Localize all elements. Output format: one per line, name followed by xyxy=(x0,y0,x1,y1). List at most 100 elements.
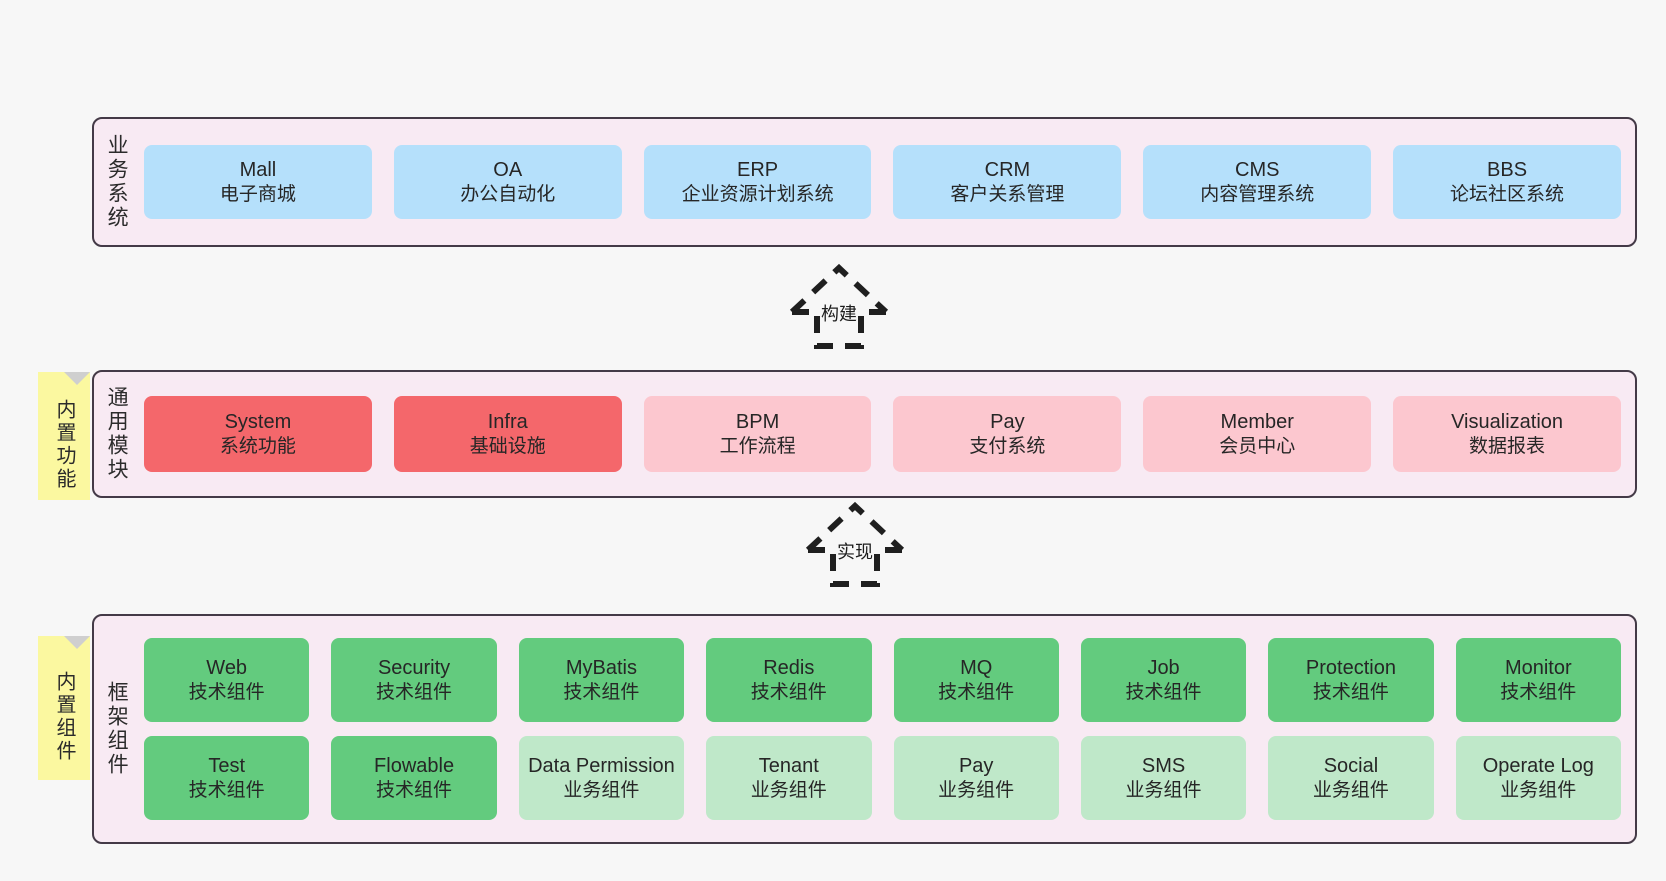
node-mq[interactable]: MQ 技术组件 xyxy=(893,638,1059,722)
node-flowable-en: Flowable xyxy=(374,755,455,778)
node-pay-component-en: Pay xyxy=(958,755,994,778)
node-redis-cn: 技术组件 xyxy=(750,681,827,703)
node-job[interactable]: Job 技术组件 xyxy=(1080,638,1247,722)
node-member[interactable]: Member 会员中心 xyxy=(1143,396,1372,472)
node-mq-en: MQ xyxy=(960,657,993,680)
node-operate-log-en: Operate Log xyxy=(1482,755,1594,778)
node-security-en: Security xyxy=(377,657,451,680)
note-builtin-component: 内置组件 xyxy=(38,636,90,780)
note-fold-icon xyxy=(64,636,90,662)
layer-framework-row-1: Web 技术组件 Security 技术组件 MyBatis 技术组件 Redi… xyxy=(144,638,1621,722)
node-bbs[interactable]: BBS 论坛社区系统 xyxy=(1393,145,1621,219)
node-erp-en: ERP xyxy=(737,159,779,182)
node-protection[interactable]: Protection 技术组件 xyxy=(1268,638,1434,722)
node-cms-en: CMS xyxy=(1235,159,1280,182)
node-mq-cn: 技术组件 xyxy=(938,681,1015,703)
arrow-implement: 实现 xyxy=(800,500,910,587)
node-erp-cn: 企业资源计划系统 xyxy=(681,183,834,205)
node-mall[interactable]: Mall 电子商城 xyxy=(144,145,372,219)
node-cms[interactable]: CMS 内容管理系统 xyxy=(1143,145,1372,219)
node-web-cn: 技术组件 xyxy=(188,681,265,703)
node-bpm-cn: 工作流程 xyxy=(719,435,796,457)
node-tenant-cn: 业务组件 xyxy=(750,779,827,801)
node-operate-log-cn: 业务组件 xyxy=(1500,779,1577,801)
node-test-cn: 技术组件 xyxy=(188,779,265,801)
node-pay-component[interactable]: Pay 业务组件 xyxy=(893,736,1059,820)
layer-body-framework: Web 技术组件 Security 技术组件 MyBatis 技术组件 Redi… xyxy=(138,616,1635,842)
node-tenant-en: Tenant xyxy=(758,755,819,778)
node-redis-en: Redis xyxy=(763,657,815,680)
arrow-build-glyph xyxy=(789,263,889,349)
arrow-build: 构建 xyxy=(784,262,894,349)
layer-common-row-1: System 系统功能 Infra 基础设施 BPM 工作流程 Pay 支付系统… xyxy=(144,396,1621,472)
node-member-cn: 会员中心 xyxy=(1219,435,1296,457)
node-crm[interactable]: CRM 客户关系管理 xyxy=(893,145,1122,219)
node-member-en: Member xyxy=(1220,411,1294,434)
node-mybatis-en: MyBatis xyxy=(565,657,637,680)
node-mall-en: Mall xyxy=(239,159,277,182)
node-mybatis[interactable]: MyBatis 技术组件 xyxy=(518,638,685,722)
node-bpm-en: BPM xyxy=(735,411,780,434)
layer-title-common: 通用模块 xyxy=(105,386,129,482)
node-job-en: Job xyxy=(1147,657,1180,680)
node-monitor[interactable]: Monitor 技术组件 xyxy=(1455,638,1621,722)
node-mall-cn: 电子商城 xyxy=(219,183,296,205)
node-oa[interactable]: OA 办公自动化 xyxy=(393,145,622,219)
node-job-cn: 技术组件 xyxy=(1125,681,1202,703)
node-web[interactable]: Web 技术组件 xyxy=(144,638,310,722)
node-oa-en: OA xyxy=(493,159,523,182)
node-erp[interactable]: ERP 企业资源计划系统 xyxy=(643,145,872,219)
node-pay-module[interactable]: Pay 支付系统 xyxy=(893,396,1122,472)
layer-body-business: Mall 电子商城 OA 办公自动化 ERP 企业资源计划系统 CRM 客户关系… xyxy=(138,119,1635,245)
note-fold-icon xyxy=(64,372,90,398)
node-flowable[interactable]: Flowable 技术组件 xyxy=(331,736,497,820)
node-system-en: System xyxy=(224,411,292,434)
node-bbs-en: BBS xyxy=(1487,159,1528,182)
node-system[interactable]: System 系统功能 xyxy=(144,396,372,472)
node-bbs-cn: 论坛社区系统 xyxy=(1450,183,1565,205)
node-system-cn: 系统功能 xyxy=(219,435,296,457)
node-pay-module-en: Pay xyxy=(990,411,1025,434)
node-sms-cn: 业务组件 xyxy=(1125,779,1202,801)
node-protection-en: Protection xyxy=(1305,657,1396,680)
node-visualization-cn: 数据报表 xyxy=(1469,435,1546,457)
layer-framework-row-2: Test 技术组件 Flowable 技术组件 Data Permission … xyxy=(144,736,1621,820)
node-pay-component-cn: 业务组件 xyxy=(938,779,1015,801)
node-cms-cn: 内容管理系统 xyxy=(1200,183,1315,205)
node-crm-en: CRM xyxy=(984,159,1031,182)
node-test-en: Test xyxy=(208,755,246,778)
arrow-implement-label: 实现 xyxy=(836,538,874,564)
node-social-en: Social xyxy=(1323,755,1379,778)
layer-business-system: 业务系统 Mall 电子商城 OA 办公自动化 ERP 企业资源计划系统 CRM… xyxy=(92,117,1637,247)
node-sms[interactable]: SMS 业务组件 xyxy=(1080,736,1247,820)
arrow-implement-glyph xyxy=(805,501,905,587)
node-mybatis-cn: 技术组件 xyxy=(563,681,640,703)
node-bpm[interactable]: BPM 工作流程 xyxy=(643,396,872,472)
node-data-permission[interactable]: Data Permission 业务组件 xyxy=(518,736,685,820)
node-social-cn: 业务组件 xyxy=(1312,779,1389,801)
node-test[interactable]: Test 技术组件 xyxy=(144,736,310,820)
node-infra-cn: 基础设施 xyxy=(469,435,546,457)
node-protection-cn: 技术组件 xyxy=(1312,681,1389,703)
arrow-build-label: 构建 xyxy=(820,300,858,326)
layer-business-row-1: Mall 电子商城 OA 办公自动化 ERP 企业资源计划系统 CRM 客户关系… xyxy=(144,145,1621,219)
layer-body-common: System 系统功能 Infra 基础设施 BPM 工作流程 Pay 支付系统… xyxy=(138,372,1635,496)
note-builtin-function: 内置功能 xyxy=(38,372,90,500)
node-redis[interactable]: Redis 技术组件 xyxy=(706,638,872,722)
node-crm-cn: 客户关系管理 xyxy=(950,183,1065,205)
node-tenant[interactable]: Tenant 业务组件 xyxy=(706,736,872,820)
node-operate-log[interactable]: Operate Log 业务组件 xyxy=(1455,736,1621,820)
node-security-cn: 技术组件 xyxy=(376,681,453,703)
note-builtin-component-label: 内置组件 xyxy=(53,671,75,763)
node-infra[interactable]: Infra 基础设施 xyxy=(393,396,622,472)
layer-title-framework: 框架组件 xyxy=(105,681,129,777)
node-pay-module-cn: 支付系统 xyxy=(969,435,1046,457)
node-visualization[interactable]: Visualization 数据报表 xyxy=(1393,396,1621,472)
layer-framework-component: 框架组件 Web 技术组件 Security 技术组件 MyBatis 技术组件… xyxy=(92,614,1637,844)
node-web-en: Web xyxy=(206,657,248,680)
note-builtin-function-label: 内置功能 xyxy=(53,399,75,491)
node-security[interactable]: Security 技术组件 xyxy=(331,638,497,722)
node-monitor-en: Monitor xyxy=(1504,657,1572,680)
node-social[interactable]: Social 业务组件 xyxy=(1268,736,1434,820)
